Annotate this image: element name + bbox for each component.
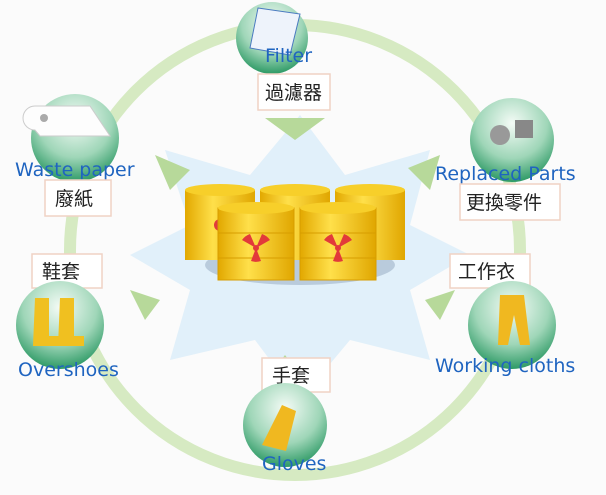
label-en: Gloves (262, 453, 326, 475)
label-en: Working cloths (435, 355, 575, 377)
bolt-nut-icon (470, 98, 554, 182)
radioactive-barrels (185, 184, 405, 285)
item-overshoes: 鞋套 Overshoes (16, 253, 119, 381)
item-replaced-parts: Replaced Parts 更換零件 (435, 98, 576, 221)
radiation-trefoil-icon (242, 234, 270, 262)
label-zh: 廢紙 (55, 188, 93, 210)
label-zh: 更換零件 (466, 192, 542, 214)
label-en: Filter (265, 45, 312, 67)
label-en: Waste paper (15, 159, 135, 181)
item-working-cloths: 工作衣 Working cloths (435, 253, 575, 377)
item-waste-paper: Waste paper 廢紙 (15, 94, 135, 217)
label-zh: 鞋套 (42, 261, 80, 283)
label-en: Replaced Parts (435, 163, 576, 185)
item-gloves: 手套 Gloves (243, 357, 331, 475)
label-zh: 過濾器 (265, 82, 322, 104)
label-zh: 工作衣 (458, 261, 515, 283)
label-en: Overshoes (18, 359, 119, 381)
item-filter: Filter 過濾器 (236, 2, 331, 111)
radiation-trefoil-icon (324, 234, 352, 262)
label-zh: 手套 (272, 365, 310, 387)
